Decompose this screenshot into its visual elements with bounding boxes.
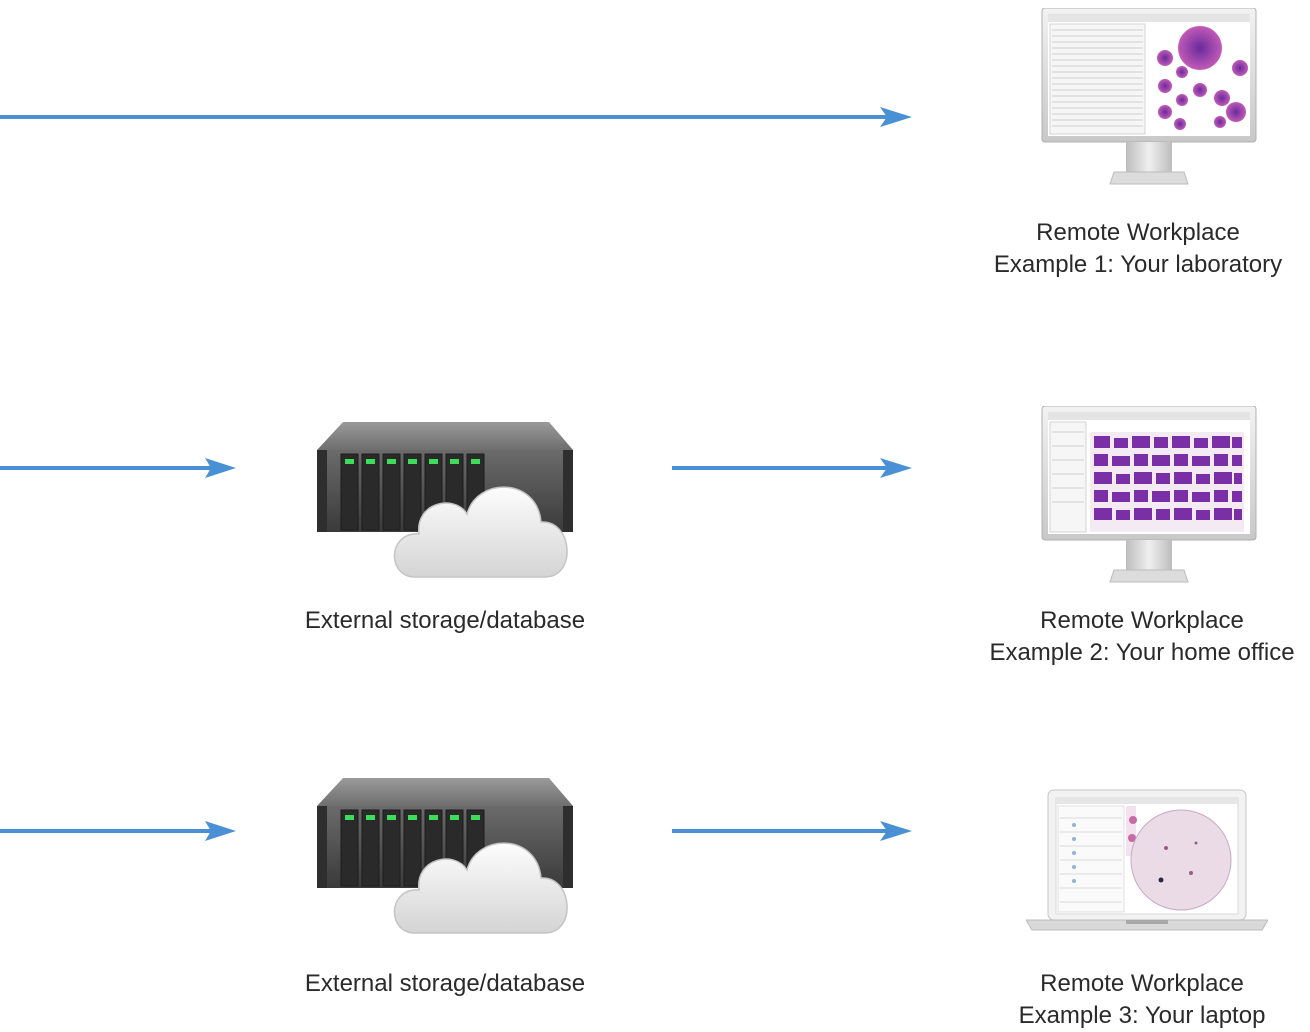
storage-label-1: External storage/database <box>304 607 586 634</box>
server-cloud-icon <box>315 778 577 938</box>
workplace-1-title: Remote Workplace <box>1036 219 1240 246</box>
workplace-1-example: Example 1: Your laboratory <box>993 251 1283 278</box>
storage-label-2: External storage/database <box>304 970 586 997</box>
monitor-icon <box>1040 8 1260 186</box>
workplace-3-title: Remote Workplace <box>1040 970 1244 997</box>
workplace-3-example: Example 3: Your laptop <box>1018 1002 1266 1029</box>
arrow-row3-right <box>672 821 912 841</box>
laptop-icon <box>1026 788 1268 933</box>
server-cloud-icon <box>315 422 577 582</box>
arrow-row1 <box>0 107 912 127</box>
workplace-2-title: Remote Workplace <box>1040 607 1244 634</box>
arrow-row2-left <box>0 458 236 478</box>
monitor-icon <box>1040 406 1260 584</box>
workplace-2-example: Example 2: Your home office <box>989 639 1295 666</box>
arrow-row3-left <box>0 821 236 841</box>
arrow-row2-right <box>672 458 912 478</box>
